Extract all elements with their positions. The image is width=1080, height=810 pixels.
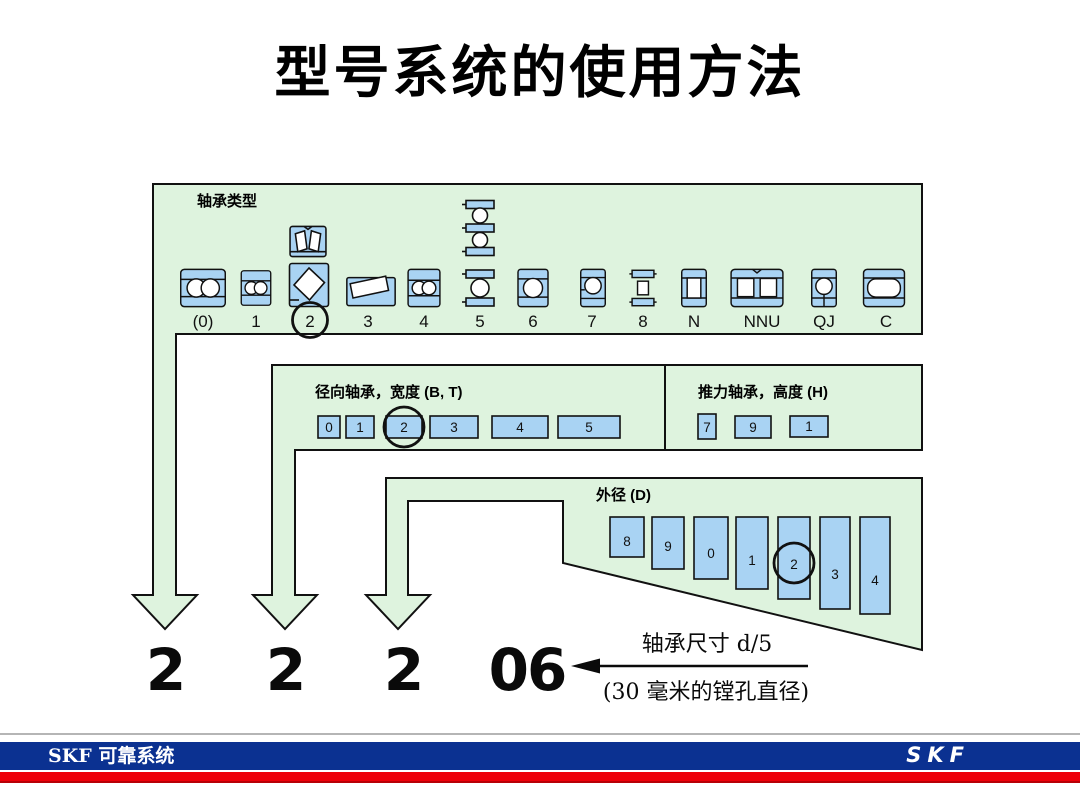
type-code: 3	[363, 312, 372, 331]
od-series-box	[819, 516, 851, 610]
spherical-roller-bearing-icon	[289, 225, 327, 258]
height-series-box	[697, 413, 717, 440]
width-series-code: 1	[356, 420, 364, 435]
od-series-box	[859, 516, 891, 615]
type-code: 7	[587, 312, 596, 331]
result-od-digit: 2	[384, 636, 422, 704]
od-series-code: 9	[664, 539, 672, 554]
od-series-code: 3	[831, 567, 839, 582]
height-series-code: 1	[805, 419, 813, 434]
height-series-code: 9	[749, 420, 757, 435]
width-series-box	[491, 415, 549, 439]
selected-od-circle	[772, 541, 816, 585]
bearing-type-columns: (0) 1 2 3 4 5 6 7 8 N NNU QJ C	[179, 199, 906, 339]
bore-arrow-head-icon	[571, 658, 600, 674]
width-series-code: 5	[585, 420, 593, 435]
angular-contact-ball-bearing-icon	[579, 268, 607, 308]
od-series-box	[735, 516, 769, 590]
result-width-digit: 2	[266, 636, 304, 704]
od-series-box	[609, 516, 645, 558]
od-series-code: 1	[748, 553, 756, 568]
od-series-box	[777, 516, 811, 600]
footer-separator-line	[0, 733, 1080, 735]
width-series-box	[557, 415, 621, 439]
taper-roller-bearing-icon	[346, 275, 396, 307]
type-code: 1	[251, 312, 260, 331]
width-series-box	[317, 415, 341, 439]
spherical-roller-thrust-bearing-icon	[288, 262, 330, 308]
slide-title: 型号系统的使用方法	[274, 40, 806, 106]
double-direction-thrust-ball-bearing-icon	[462, 199, 495, 257]
self-aligning-ball-bearing-icon	[240, 270, 272, 306]
type-code: C	[880, 312, 892, 331]
radial-width-label: 径向轴承，宽度 (B, T)	[315, 383, 463, 401]
type-code: 8	[638, 312, 647, 331]
type-code: 6	[528, 312, 537, 331]
od-series-code: 8	[623, 534, 631, 549]
skf-logo: SKF	[906, 743, 970, 767]
width-series-code: 2	[400, 420, 408, 435]
model-designation-diagram: 轴承类型 (0) 1 2 3 4 5 6 7 8 N	[130, 183, 923, 705]
bearing-type-label: 轴承类型	[197, 192, 257, 210]
bore-note: (30 毫米的镗孔直径)	[603, 680, 809, 705]
bore-size-label: 轴承尺寸 d/5	[642, 632, 773, 657]
height-series-code: 7	[703, 420, 711, 435]
od-label: 外径 (D)	[595, 486, 651, 504]
type-code: NNU	[744, 312, 781, 331]
designation-result: 2 2 2 06 轴承尺寸 d/5 (30 毫米的镗孔直径)	[146, 632, 809, 705]
od-series-code: 2	[790, 557, 798, 572]
type-code: N	[688, 312, 700, 331]
double-row-deep-groove-ball-bearing-icon	[407, 268, 441, 308]
od-series-box	[693, 516, 729, 580]
footer-slogan: SKF 可靠系统	[48, 745, 175, 767]
type-code: 5	[475, 312, 484, 331]
footer-red-stripe	[0, 772, 1080, 783]
footer-bar: SKF 可靠系统 SKF	[0, 742, 1080, 770]
bearing-type-panel	[130, 183, 923, 631]
type-code: (0)	[193, 312, 214, 331]
double-row-angular-contact-ball-bearing-icon	[179, 268, 227, 308]
four-point-contact-ball-bearing-icon	[810, 268, 838, 308]
width-series-code: 3	[450, 420, 458, 435]
selected-width-circle	[382, 405, 426, 449]
type-code: 4	[419, 312, 428, 331]
result-type-digit: 2	[146, 636, 184, 704]
cylindrical-roller-bearing-icon	[680, 268, 708, 308]
width-series-code: 0	[325, 420, 333, 435]
width-series-code: 4	[516, 420, 524, 435]
deep-groove-ball-bearing-icon	[517, 268, 549, 308]
width-series-boxes: 0 1 2 3 4 5	[317, 405, 621, 449]
double-row-cylindrical-roller-bearing-icon	[730, 268, 784, 308]
carb-toroidal-roller-bearing-icon	[862, 268, 906, 308]
width-series-box	[345, 415, 375, 439]
od-series-code: 4	[871, 573, 879, 588]
result-bore-code: 06	[489, 636, 566, 704]
height-series-box	[734, 415, 772, 439]
width-series-box	[385, 415, 423, 439]
selected-type-circle	[291, 301, 329, 339]
thrust-height-label: 推力轴承，高度 (H)	[698, 383, 828, 401]
od-series-code: 0	[707, 546, 715, 561]
height-series-box	[789, 415, 829, 438]
od-series-boxes: 8 9 0 1 2 3 4	[609, 516, 891, 615]
type-code: 2	[305, 312, 314, 331]
od-series-box	[651, 516, 685, 570]
type-code: QJ	[813, 312, 835, 331]
width-series-box	[429, 415, 479, 439]
height-series-boxes: 7 9 1	[697, 413, 829, 440]
